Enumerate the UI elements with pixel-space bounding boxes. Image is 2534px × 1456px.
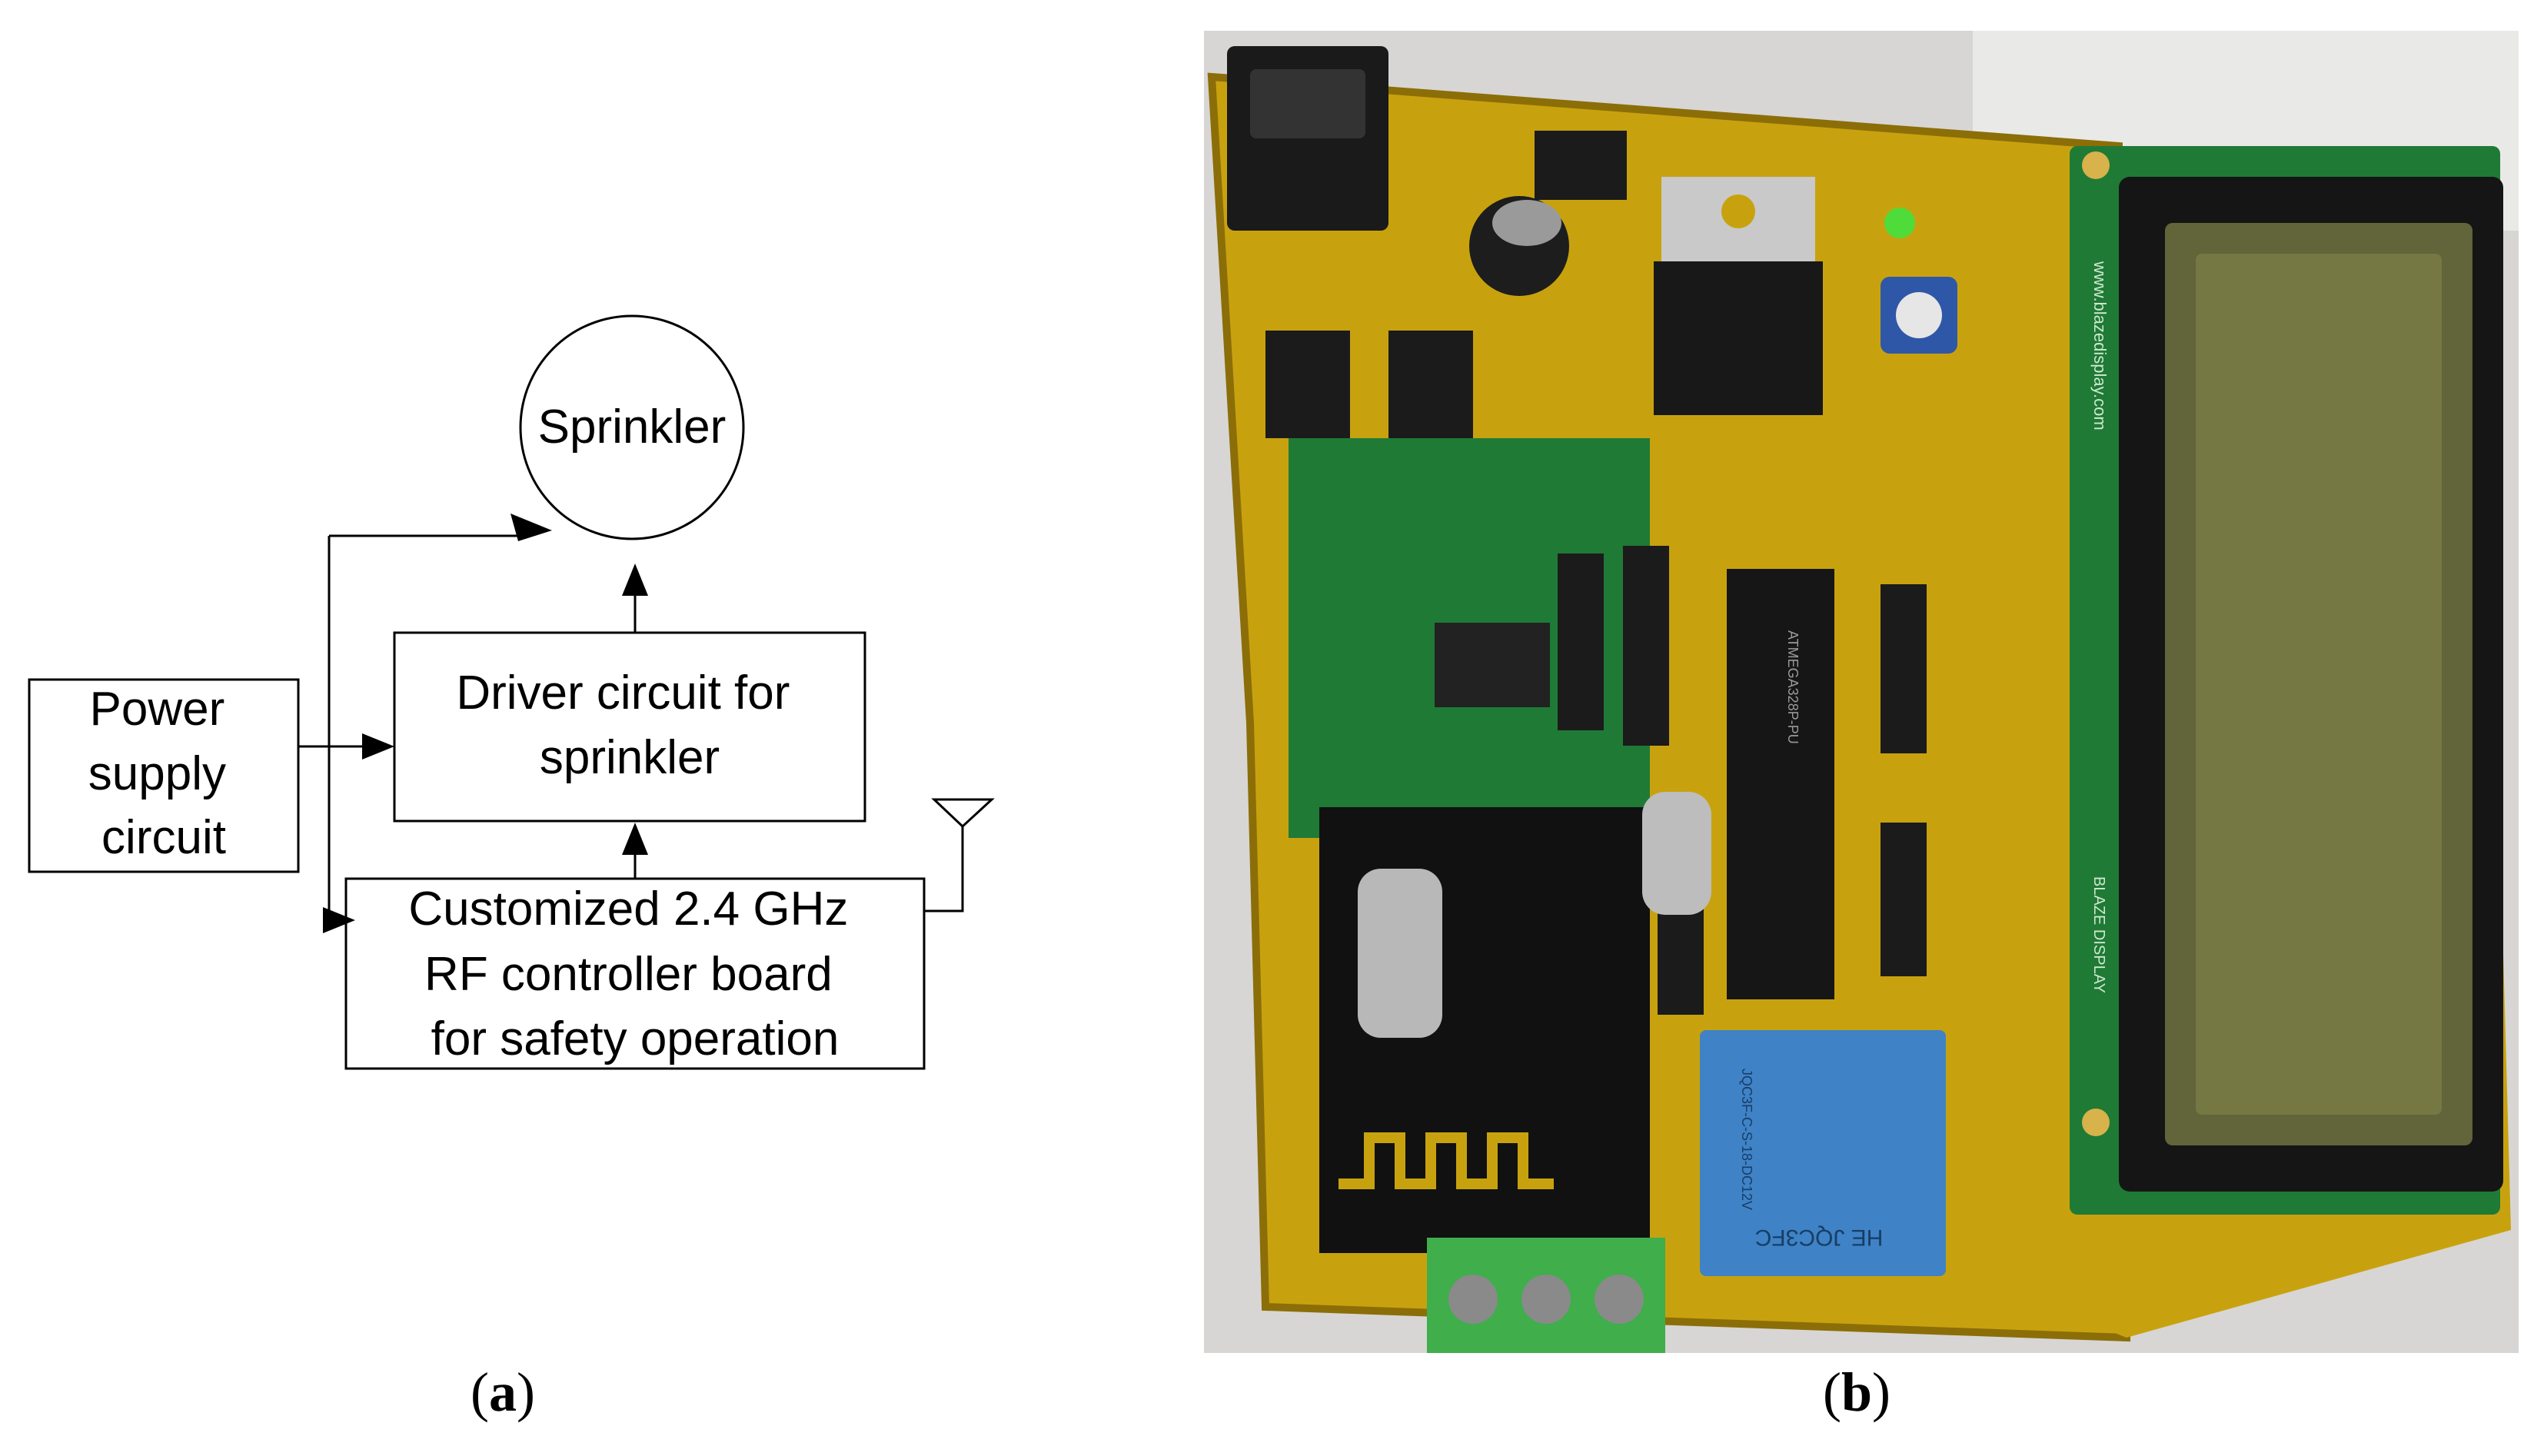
header-pins — [1881, 584, 1927, 753]
terminal-screw — [1521, 1275, 1571, 1324]
pcb-photo: www.blazedisplay.com BLAZE DISPLAY ATME — [1204, 31, 2519, 1353]
header-pins — [1535, 131, 1627, 200]
header-pins — [1388, 331, 1473, 438]
arrow-to-driver — [362, 733, 394, 760]
relay-text-1: HE JQC3FC — [1755, 1225, 1884, 1250]
caption-a: (a) — [471, 1361, 535, 1423]
terminal-screw — [1448, 1275, 1498, 1324]
sprinkler-label: Sprinkler — [538, 401, 727, 454]
lcd-mount-hole — [2082, 151, 2110, 179]
arrow-rf-to-driver — [622, 823, 648, 855]
header-pins — [1623, 546, 1669, 746]
block-diagram: Sprinkler Power supply circuit Driver ci… — [28, 314, 995, 1070]
header-pins — [1881, 823, 1927, 976]
header-pins — [1265, 331, 1350, 438]
arrowheads — [323, 514, 648, 933]
regulator-hole — [1721, 194, 1755, 228]
power-supply-label: Power supply circuit — [88, 683, 239, 864]
arrow-to-sprinkler — [510, 514, 552, 541]
power-supply-box — [28, 678, 300, 873]
arrow-driver-to-sprinkler — [622, 563, 648, 596]
driver-circuit-label: Driver circuit for sprinkler — [456, 667, 803, 784]
terminal-screw — [1595, 1275, 1644, 1324]
header-pins — [1558, 553, 1604, 730]
atmega-chip — [1727, 569, 1834, 999]
pcb-board-edge — [1207, 72, 2131, 1342]
antenna-icon — [931, 798, 995, 829]
nrf24-antenna-trace — [1338, 1132, 1554, 1189]
capacitor-top — [1492, 200, 1561, 246]
arrow-to-rf-board — [323, 907, 355, 933]
relay-text-2: JQC3F-C-S-18-DC12V — [1739, 1069, 1754, 1210]
potentiometer-knob — [1896, 292, 1942, 338]
dc-jack-opening — [1250, 69, 1365, 138]
lcd-screen-glare — [2196, 254, 2442, 1115]
crystal — [1642, 792, 1711, 915]
lcd-side-text-2: BLAZE DISPLAY — [2090, 876, 2107, 993]
led — [1884, 208, 1915, 238]
chip-text: ATMEGA328P-PU — [1785, 630, 1801, 744]
nrf24-crystal — [1358, 869, 1442, 1038]
rf-controller-box — [344, 877, 926, 1070]
voltage-regulator — [1654, 261, 1823, 415]
green-module-chip — [1435, 623, 1550, 707]
caption-b: (b) — [1823, 1361, 1891, 1423]
rf-controller-label: Customized 2.4 GHz RF controller board f… — [408, 883, 861, 1065]
relay — [1700, 1030, 1946, 1276]
driver-circuit-box — [393, 631, 866, 823]
sprinkler-circle — [519, 314, 745, 540]
lcd-mount-hole — [2082, 1109, 2110, 1136]
lcd-side-text-1: www.blazedisplay.com — [2090, 261, 2110, 430]
